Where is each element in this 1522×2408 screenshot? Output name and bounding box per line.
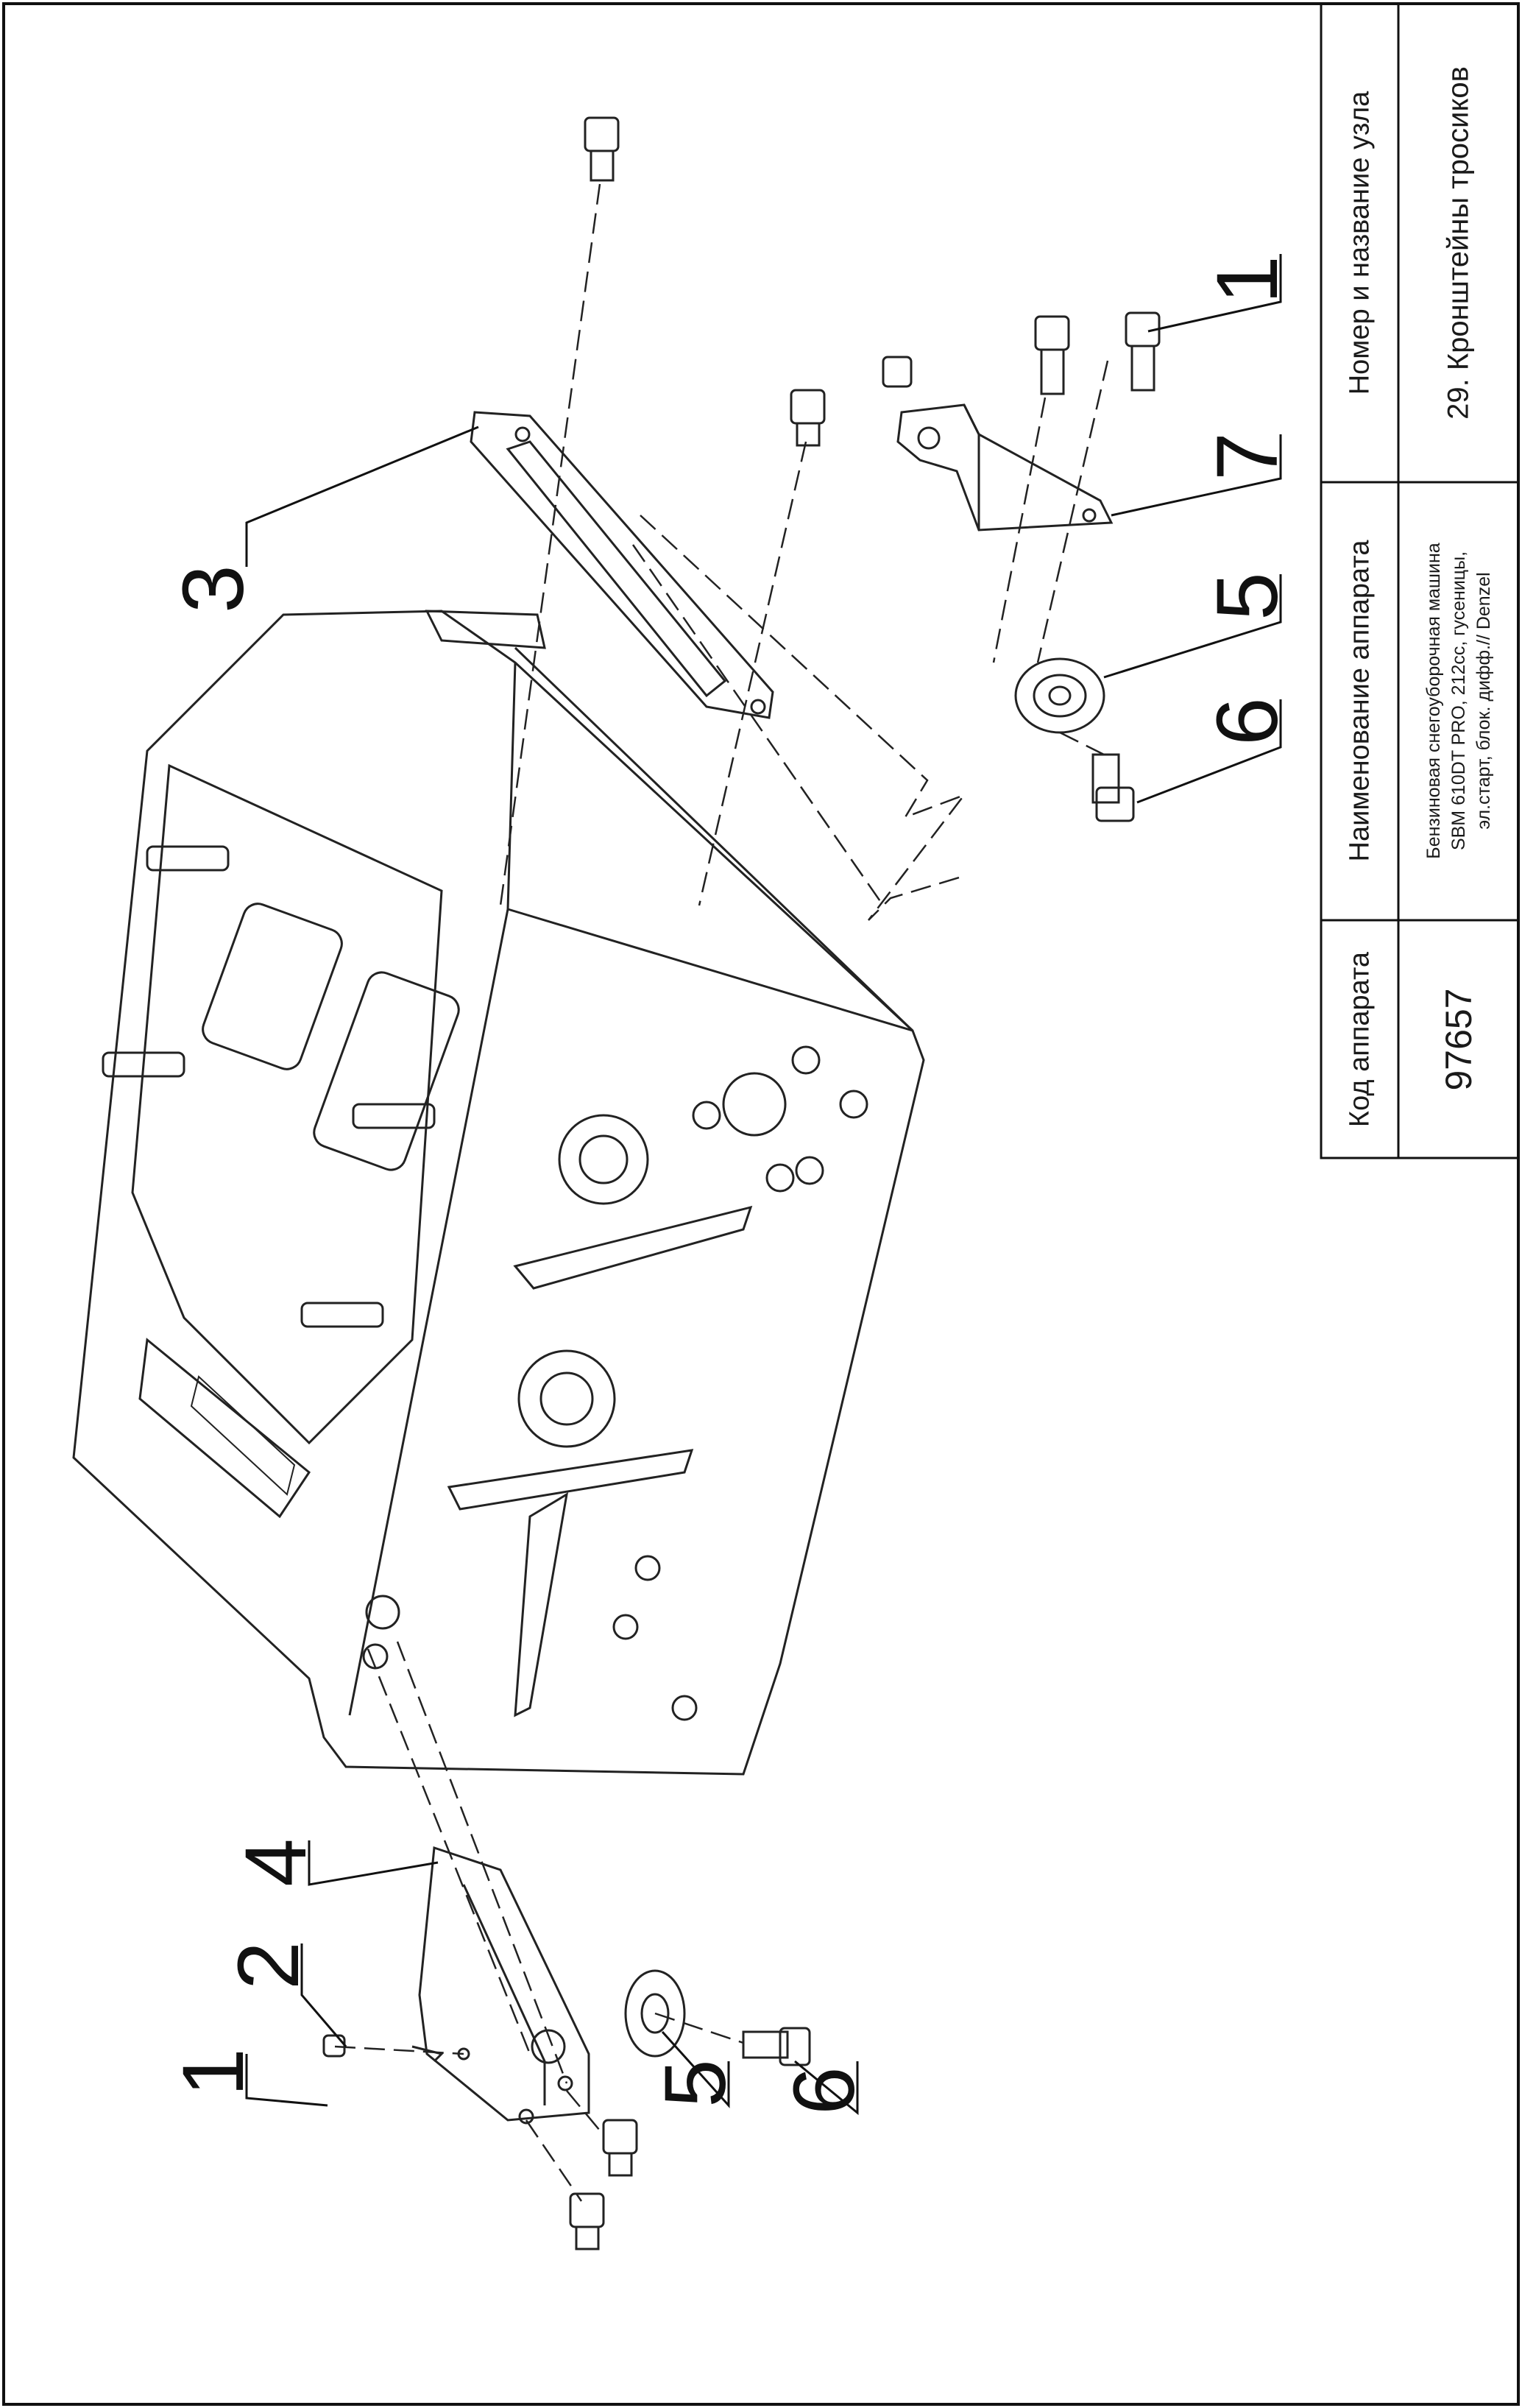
callout-4: 4 bbox=[227, 1838, 325, 1887]
callout-6-lower: 6 bbox=[776, 2066, 873, 2115]
callout-3: 3 bbox=[165, 565, 262, 613]
gearbox-housing bbox=[72, 610, 925, 1776]
callout-2: 2 bbox=[220, 1941, 317, 1990]
lower-fasteners bbox=[322, 1969, 811, 2250]
name-line-3: эл.старт, блок. дифф.// Denzel bbox=[1473, 572, 1494, 830]
header-name: Наименование аппарата bbox=[1344, 540, 1376, 862]
part-3-slotted-bracket bbox=[470, 411, 774, 719]
upper-pulley-and-stud bbox=[1014, 657, 1135, 822]
callout-5-upper: 5 bbox=[1199, 572, 1296, 621]
upper-fasteners bbox=[584, 116, 1161, 447]
assembly-center-lines bbox=[334, 183, 1109, 2202]
header-code: Код аппарата bbox=[1344, 951, 1376, 1128]
name-line-2: SBM 610DT PRO, 212cc, гусеницы, bbox=[1448, 551, 1469, 851]
code-value: 97657 bbox=[1438, 988, 1479, 1091]
name-line-1: Бензиновая снегоуборочная машина bbox=[1423, 543, 1444, 859]
callout-5-lower: 5 bbox=[647, 2059, 744, 2108]
title-block bbox=[1320, 2, 1520, 1159]
callout-1-lower: 1 bbox=[165, 2048, 262, 2097]
callout-1-upper: 1 bbox=[1199, 255, 1296, 304]
node-value: 29. Кронштейны тросиков bbox=[1442, 66, 1475, 420]
callout-6-upper: 6 bbox=[1199, 697, 1296, 746]
part-7-upper-bracket bbox=[896, 403, 1114, 532]
callout-7-upper: 7 bbox=[1199, 432, 1296, 481]
name-value: Бензиновая снегоуборочная машина SBM 610… bbox=[1421, 495, 1496, 907]
part-4-lower-bracket bbox=[411, 1846, 590, 2125]
callout-leaders bbox=[245, 254, 1282, 2116]
header-node: Номер и название узла bbox=[1344, 91, 1376, 395]
